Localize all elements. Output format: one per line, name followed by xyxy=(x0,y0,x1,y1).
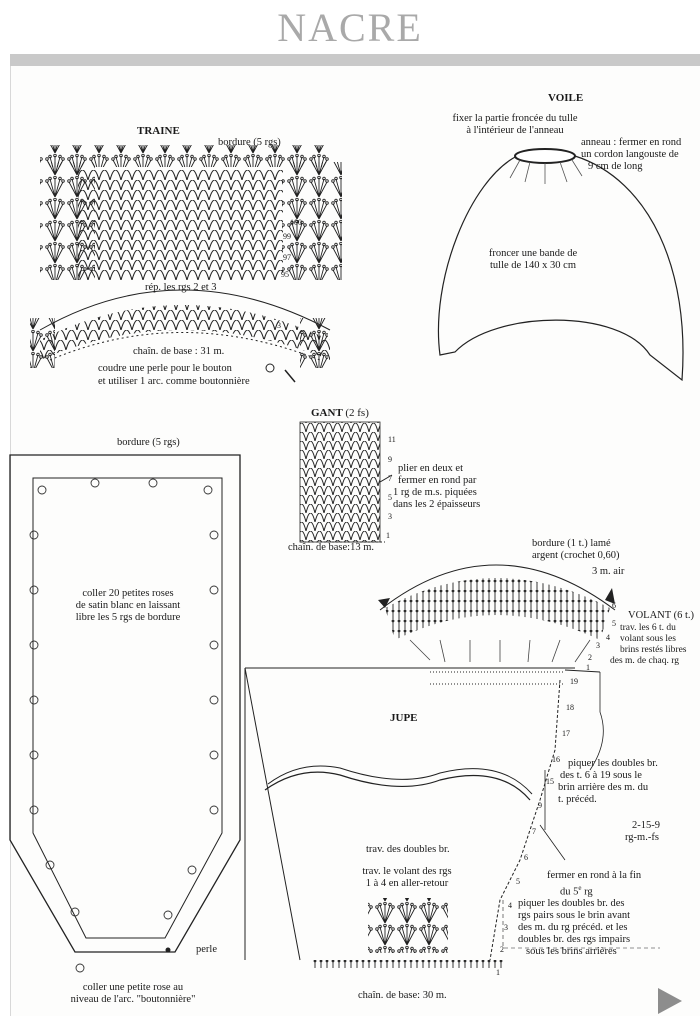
jupe-pairs-line5: sous les brins arrières xyxy=(526,946,617,957)
jupe-row-2: 2 xyxy=(500,945,504,954)
rose-motifs xyxy=(29,478,219,973)
panel-rose-line2: niveau de l'arc. "boutonnière" xyxy=(70,994,196,1005)
jupe-piquer-line4: t. précéd. xyxy=(558,794,597,805)
jupe-row-4: 4 xyxy=(508,901,512,910)
voile-anneau-line3: 9 cm de long xyxy=(588,161,643,172)
gant-plier-line4: dans les 2 épaisseurs xyxy=(393,499,481,510)
jupe-trav-volant-line2: 1 à 4 en aller-retour xyxy=(365,878,449,889)
traine-coudre-line1: coudre une perle pour le bouton xyxy=(98,363,232,374)
volant-row-4: 4 xyxy=(606,633,610,642)
jupe-drawing xyxy=(244,564,660,968)
gant-plier-line2: fermer en rond par xyxy=(398,475,477,486)
jupe-row-15: 15 xyxy=(546,777,554,786)
jupe-row-1: 1 xyxy=(496,968,500,977)
gant-chain-label: chaîn. de base:13 m. xyxy=(288,542,375,553)
jupe-trav-volant-line1: trav. le volant des rgs xyxy=(362,866,452,877)
jupe-sizes-line2: rg-m.-fs xyxy=(625,832,659,843)
traine-row-95: 95 xyxy=(281,270,289,279)
voile-title: VOILE xyxy=(548,92,584,104)
gant-row-3: 3 xyxy=(388,512,392,521)
jupe-row-9: 9 xyxy=(538,801,542,810)
jupe-pairs-line2: rgs pairs sous le brin avant xyxy=(518,910,631,921)
jupe-bordure-line2: argent (crochet 0,60) xyxy=(532,550,620,561)
voile-froncer-line1: froncer une bande de xyxy=(488,248,578,259)
traine-bordure-label: bordure (5 rgs) xyxy=(218,137,281,148)
jupe-pairs-line4: doubles br. des rgs impairs xyxy=(518,934,631,945)
traine-row-97: 97 xyxy=(283,253,291,262)
jupe-row-6: 6 xyxy=(524,853,528,862)
jupe-volant-line1: VOLANT (6 t.) xyxy=(628,610,695,621)
voile-fixer-line1: fixer la partie froncée du tulle xyxy=(452,113,578,124)
voile-anneau-line2: un cordon langouste de xyxy=(581,149,679,160)
jupe-volant-line2: trav. les 6 t. du xyxy=(620,623,676,633)
voile-froncer-line2: tulle de 140 x 30 cm xyxy=(489,260,577,271)
traine-repeat-label: rép. les rgs 2 et 3 xyxy=(145,282,217,293)
voile-fixer-line2: à l'intérieur de l'anneau xyxy=(466,125,564,136)
gant-row-9: 9 xyxy=(388,455,392,464)
jupe-row-5: 5 xyxy=(516,877,520,886)
jupe-row-18: 18 xyxy=(566,703,574,712)
gant-chart xyxy=(299,421,393,543)
jupe-bordure-line1: bordure (1 t.) lamé xyxy=(532,538,611,549)
panel-rose-line1: coller une petite rose au xyxy=(82,982,184,993)
traine-coudre-line2: et utiliser 1 arc. comme boutonnière xyxy=(98,376,250,387)
jupe-sizes-line1: 2-15-9 xyxy=(632,820,660,831)
jupe-row-3: 3 xyxy=(504,923,508,932)
jupe-pairs-line1: piquer les doubles br. des xyxy=(518,898,625,909)
page-title: NACRE xyxy=(277,5,423,50)
jupe-chain-label: chaîn. de base: 30 m. xyxy=(358,990,447,1001)
jupe-piquer-line3: brin arrière des m. du xyxy=(558,782,649,793)
volant-row-5: 5 xyxy=(612,619,616,628)
jupe-trav-doubles: trav. des doubles br. xyxy=(366,844,450,855)
triangle-right-icon[interactable] xyxy=(658,988,682,1014)
jupe-piquer-line2: des t. 6 à 19 sous le xyxy=(560,770,642,781)
jupe-row-7: 7 xyxy=(532,827,536,836)
jupe-air-label: 3 m. air xyxy=(592,566,625,577)
panel-perle-label: perle xyxy=(196,944,217,955)
voile-anneau-line1: anneau : fermer en rond xyxy=(581,137,682,148)
jupe-piquer-line1: piquer les doubles br. xyxy=(568,758,658,769)
gant-row-5: 5 xyxy=(388,493,392,502)
traine-row-3: 3 xyxy=(277,321,281,330)
jupe-pairs-line3: des m. du rg précéd. et les xyxy=(518,922,628,933)
jupe-title: JUPE xyxy=(390,712,418,724)
jupe-row-17: 17 xyxy=(562,729,570,738)
jupe-volant-line3: volant sous les xyxy=(620,634,676,644)
gant-row-1: 1 xyxy=(386,531,390,540)
traine-chart xyxy=(30,145,342,383)
volant-row-3: 3 xyxy=(596,641,600,650)
jupe-volant-line4: brins restés libres xyxy=(620,645,687,655)
voile-drawing xyxy=(437,148,684,382)
volant-row-6: 6 xyxy=(612,601,616,610)
volant-row-2: 2 xyxy=(588,653,592,662)
panel-bordure-label: bordure (5 rgs) xyxy=(117,437,180,448)
traine-chain-label: chaîn. de base : 31 m. xyxy=(133,346,225,357)
jupe-volant-line5: des m. de chaq. rg xyxy=(610,656,679,666)
traine-title: TRAINE xyxy=(137,125,180,137)
gant-title: GANT (2 fs) xyxy=(311,407,369,419)
gant-plier-line1: plier en deux et xyxy=(398,463,464,474)
panel-coller-line3: libre les 5 rgs de bordure xyxy=(75,612,181,623)
gant-row-7: 7 xyxy=(388,474,392,483)
traine-row-100: 100 xyxy=(290,218,302,227)
traine-row-99: 99 xyxy=(283,232,291,241)
jupe-row-16: 16 xyxy=(552,755,560,764)
gant-plier-line3: 1 rg de m.s. piquées xyxy=(393,487,477,498)
panel-coller-line1: coller 20 petites roses xyxy=(82,588,174,599)
header-band xyxy=(10,54,700,66)
jupe-fermer-line2: du 5e rg xyxy=(560,884,593,898)
panel-coller-line2: de satin blanc en laissant xyxy=(75,600,181,611)
gant-row-11: 11 xyxy=(388,435,396,444)
volant-row-1: 1 xyxy=(586,663,590,672)
jupe-row-19: 19 xyxy=(570,677,578,686)
panel-drawing xyxy=(9,454,241,973)
jupe-fermer-line1: fermer en rond à la fin xyxy=(547,870,642,881)
